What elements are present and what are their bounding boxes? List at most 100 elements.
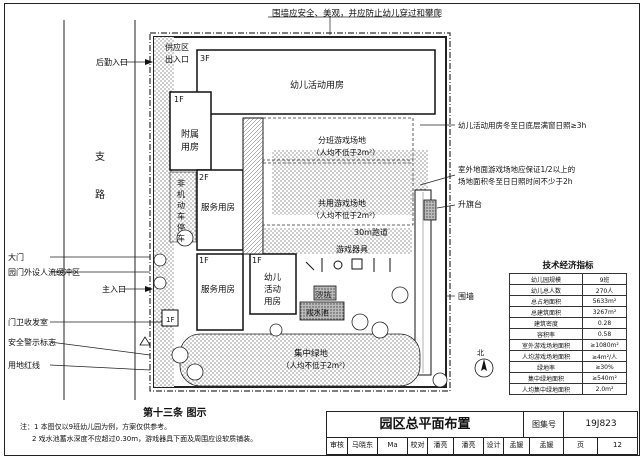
service-upper-label: 服务用房 [201,202,235,213]
paved-strip [154,37,174,387]
leader-lines [49,16,456,371]
parking-label-2: 动 [177,200,185,210]
guard-label: 门卫收发室 [8,317,48,327]
indicator-value: ≥540m² [582,372,627,384]
warning-label: 安全警示标志 [8,337,56,347]
equipment-label: 游戏器具 [336,244,368,254]
buffer-label: 园门外设人流缓冲区 [8,267,80,277]
review-label: 审核 [330,441,344,449]
parking-label-3: 车 [177,211,185,221]
building-annex [169,91,212,171]
indicator-value: ≥30% [582,361,627,373]
kids-room-lower-1: 幼儿 [264,272,282,283]
shared-label-1: 共用游戏场地 [318,198,366,208]
signature-row: 审核 马晓东 Ma 校对 潘亮 潘亮 设计 孟媛 孟媛 页 12 [327,437,637,454]
indicator-row: 人均游戏场地面积≥4m²/人 [509,350,627,362]
indicator-value: ≥4m²/人 [582,350,627,362]
split-class-label-2: （人均不低于2m²） [312,147,380,157]
indicator-name: 容积率 [509,328,583,340]
reviewer: 马晓东 [347,437,377,454]
title-row: 园区总平面布置 图集号 19J823 [327,412,637,438]
fence-note: 围墙应安全、美观，并应防止幼儿穿过和攀爬 [272,8,443,19]
building-kids-lower [249,253,297,315]
indicator-name: 幼儿园规模 [509,273,583,285]
guard-house [161,309,179,327]
north-arrow-icon [474,358,494,378]
annex-label-a: 附属 [181,128,199,140]
building-kids-main [196,49,436,115]
fence-label: 围墙 [458,291,474,301]
back-entrance-label: 后勤入口 [96,57,128,67]
indicator-name: 绿地率 [509,361,583,373]
atlas-number: 19J823 [563,412,638,437]
central-green [179,333,421,387]
notes: 注：1 本图仅以9班幼儿园为例，方案仅供参考。 2 戏水池蓄水深度不应超过0.3… [20,421,324,445]
entrance-arrow-icon [145,286,153,292]
parking-label-1: 机 [177,189,185,199]
check-label: 校对 [407,437,427,454]
parking-label-4: 停 [177,222,185,232]
indicator-name: 人均集中绿地面积 [509,383,583,395]
split-class-play-area [262,117,414,161]
building-service-upper [196,169,244,251]
indicator-value: 5633m² [582,295,627,307]
indicator-value: ≥1080m² [582,339,627,351]
entrance-arrow-icon [145,59,153,65]
runway-label: 30m跑道 [354,227,388,237]
flag-platform [423,199,437,221]
outdoor-note-1: 室外地面游戏场地应保证1/2以上的 [458,164,575,174]
indicator-value: 270人 [582,284,627,296]
indicator-title: 技术经济指标 [542,261,594,271]
indicator-value: 2.0m² [582,383,627,395]
floor-1f-b: 1F [199,256,209,265]
kids-room-lower-3: 用房 [264,296,281,307]
design-label: 设计 [483,437,503,454]
pool-area [299,301,345,321]
floor-2f: 2F [199,173,209,182]
outdoor-note-2: 场地面积冬至日日照时间不少于2h [458,176,573,186]
indicator-row: 集中绿地面积≥540m² [509,372,627,384]
supply-zone-label: 供应区 [165,42,189,52]
page-label: 页 [563,437,597,454]
sunlight-note: 幼儿活动用房冬至日底层满窗日照≥3h [458,120,587,130]
gate-label: 大门 [8,252,24,262]
trees [153,229,448,388]
indicator-row: 绿地率≥30% [509,361,627,373]
floor-1f-c: 1F [252,256,262,265]
north-label: 北 [477,349,484,357]
pool-label: 戏水池 [306,307,329,317]
supply-entrance-label: 出入口 [165,54,189,64]
floor-1f-d: 1F [166,316,174,324]
paved-court [244,228,412,254]
note-1: 注：1 本图仅以9班幼儿园为例，方案仅供参考。 [20,423,172,431]
indicator-name: 总占地面积 [509,295,583,307]
warning-sign-icon [139,336,151,346]
atlas-label: 图集号 [523,412,564,437]
indicator-name: 集中绿地面积 [509,372,583,384]
designer: 孟媛 [503,437,529,454]
floor-3f: 3F [200,54,210,63]
drawing-frame [4,3,640,456]
indicator-value: 9班 [582,273,627,285]
kids-room-main-label: 幼儿活动用房 [290,79,344,91]
section-title: 第十三条 图示 [143,408,207,419]
note-2: 2 戏水池蓄水深度不应超过0.30m，游戏器具下面及周围应设软质铺装。 [32,435,258,443]
green-label-1: 集中绿地 [294,348,329,359]
checker-sign: 潘亮 [453,437,483,454]
redline-label: 用地红线 [8,360,40,370]
building-service-lower [196,253,244,331]
flag-label: 升旗台 [458,199,482,209]
main-entrance-label: 主入口 [102,284,126,294]
checker: 潘亮 [427,437,453,454]
annex-label-b: 用房 [181,141,199,153]
road-label-2: 路 [95,188,105,201]
indicator-name: 人均游戏场地面积 [509,350,583,362]
